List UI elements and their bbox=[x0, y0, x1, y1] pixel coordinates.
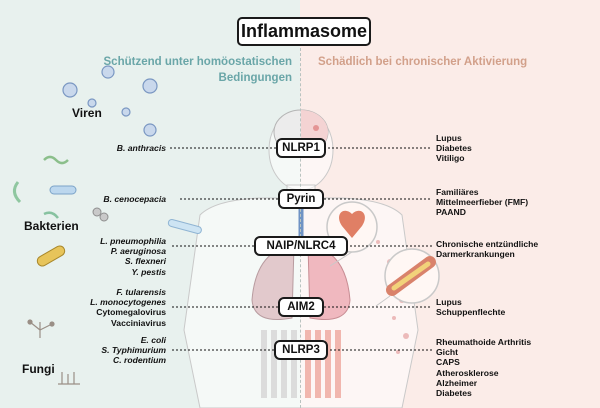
pathogen-name: S. Typhimurium bbox=[101, 345, 166, 356]
pathogen-name: Cytomegalovirus bbox=[96, 307, 166, 318]
bacteria-label: Bakterien bbox=[24, 219, 79, 233]
sensor-naip-nlrc4: NAIP/NLRC4 bbox=[254, 236, 348, 256]
intestines-illustration bbox=[261, 330, 341, 398]
pathogen-list-nlrp3: E. coli S. Typhimurium C. rodentium bbox=[101, 335, 166, 366]
diagram-title: Inflammasome bbox=[237, 17, 371, 46]
fungi-label: Fungi bbox=[22, 362, 55, 376]
disease-name: Darmerkrankungen bbox=[436, 249, 515, 260]
disease-name: Schuppenflechte bbox=[436, 307, 506, 318]
disease-name: Atherosklerose bbox=[436, 367, 499, 378]
pathogen-name: E. coli bbox=[140, 335, 166, 345]
disease-name: Diabetes bbox=[436, 388, 472, 399]
disease-name: PAAND bbox=[436, 207, 466, 218]
pathogen-list-naip-nlrc4: L. pneumophilia P. aeruginosa S. flexner… bbox=[100, 236, 166, 277]
pathogen-name: F. tularensis bbox=[116, 287, 166, 297]
pathogen-list-nlrp1: B. anthracis bbox=[117, 143, 166, 153]
disease-name: Rheumathoide Arthritis bbox=[436, 337, 532, 347]
protective-subtitle: Schützend unter homöostatischen Bedingun… bbox=[103, 56, 293, 84]
pathogen-list-pyrin: B. cenocepacia bbox=[103, 194, 166, 204]
harmful-subtitle: Schädlich bei chronischer Aktivierung bbox=[318, 56, 528, 68]
pathogen-name: C. rodentium bbox=[113, 355, 166, 366]
disease-name: Diabetes bbox=[436, 143, 472, 154]
sensor-aim2: AIM2 bbox=[278, 297, 324, 317]
disease-list-nlrp3: Rheumathoide Arthritis Gicht CAPS Athero… bbox=[436, 337, 531, 398]
sensor-nlrp1: NLRP1 bbox=[276, 138, 326, 158]
virus-icons bbox=[62, 65, 158, 137]
pathogen-name: P. aeruginosa bbox=[110, 246, 166, 257]
disease-list-aim2: Lupus Schuppenflechte bbox=[436, 297, 505, 317]
artery-magnifier-illustration bbox=[375, 248, 440, 307]
pathogen-name: Y. pestis bbox=[131, 266, 166, 277]
pathogen-name: S. flexneri bbox=[124, 256, 166, 267]
pathogen-list-aim2: F. tularensis L. monocytogenes Cytomegal… bbox=[90, 287, 166, 328]
sensor-pyrin: Pyrin bbox=[278, 189, 324, 209]
pathogen-name: L. monocytogenes bbox=[90, 297, 166, 308]
disease-name: Lupus bbox=[436, 133, 462, 143]
disease-name: Gicht bbox=[436, 347, 458, 358]
sensor-nlrp3: NLRP3 bbox=[274, 340, 328, 360]
disease-name: CAPS bbox=[436, 357, 460, 368]
fungi-icons bbox=[27, 319, 80, 385]
connector-lines bbox=[170, 147, 432, 351]
pathogen-name: B. anthracis bbox=[116, 143, 166, 153]
pathogen-name: B. cenocepacia bbox=[103, 194, 166, 204]
disease-list-nlrp1: Lupus Diabetes Vitiligo bbox=[436, 133, 472, 164]
viruses-label: Viren bbox=[72, 106, 102, 120]
disease-name: Chronische entzündliche bbox=[436, 239, 539, 249]
disease-name: Alzheimer bbox=[436, 377, 478, 388]
disease-name: Lupus bbox=[436, 297, 462, 307]
pathogen-name: L. pneumophilia bbox=[100, 236, 166, 246]
disease-name: Familiäres bbox=[436, 187, 479, 197]
bacteria-icons bbox=[13, 155, 202, 267]
center-divider bbox=[300, 48, 301, 408]
pathogen-name: Vacciniavirus bbox=[111, 317, 166, 328]
disease-name: Vitiligo bbox=[436, 153, 465, 164]
disease-name: Mittelmeerfieber (FMF) bbox=[436, 197, 529, 208]
disease-list-naip-nlrc4: Chronische entzündliche Darmerkrankungen bbox=[436, 239, 538, 259]
disease-list-pyrin: Familiäres Mittelmeerfieber (FMF) PAAND bbox=[436, 187, 528, 218]
